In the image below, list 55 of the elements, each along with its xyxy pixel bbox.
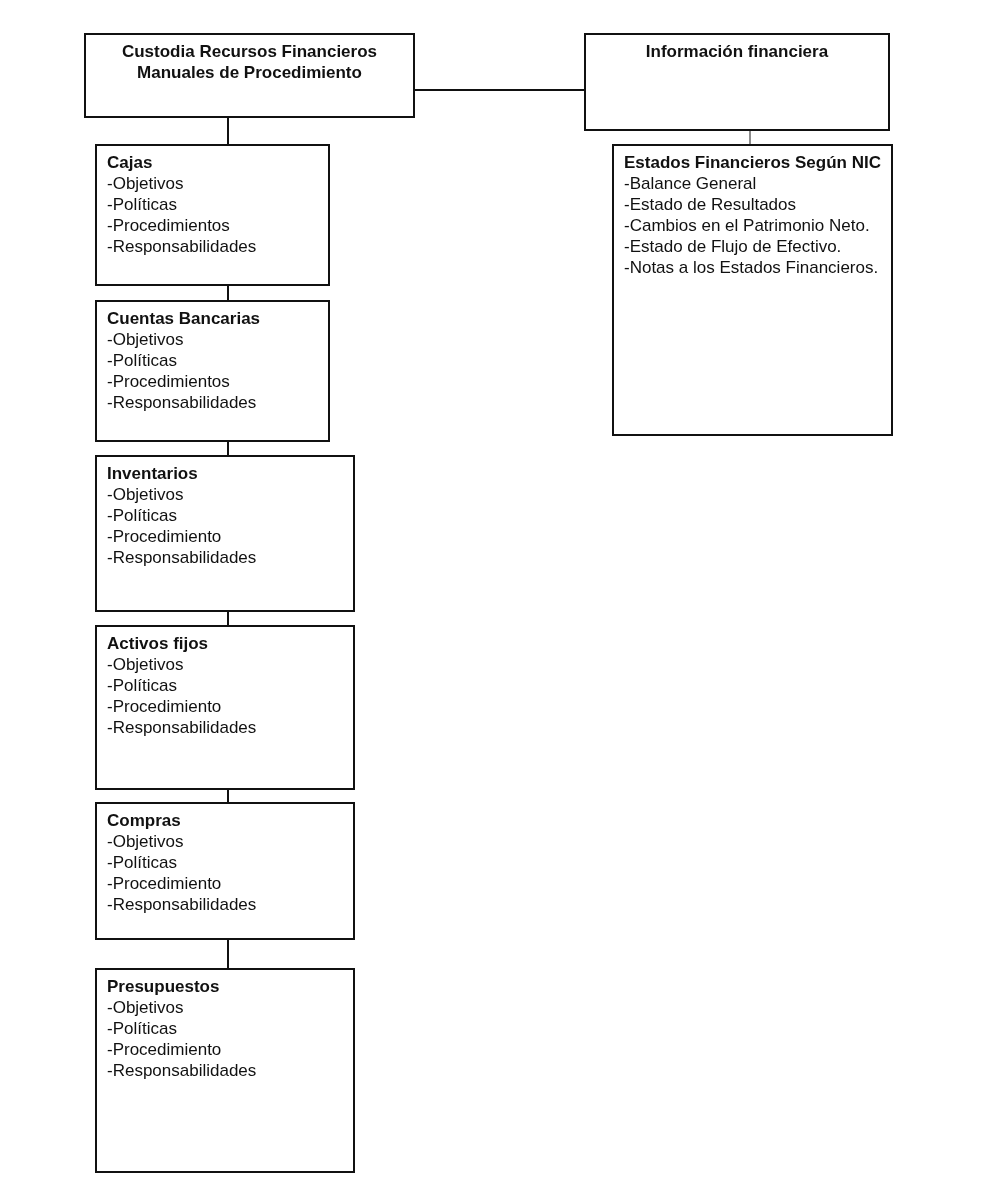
box-heading: Estados Financieros Según NIC xyxy=(624,152,881,173)
list-item: -Responsabilidades xyxy=(107,236,258,257)
box-heading: Presupuestos xyxy=(107,976,221,997)
text-box xyxy=(95,300,330,442)
list-item: -Responsabilidades xyxy=(107,392,258,413)
text-box xyxy=(95,144,330,286)
connector-line xyxy=(227,939,229,969)
list-item: -Políticas xyxy=(107,1018,178,1039)
list-item: -Políticas xyxy=(107,675,178,696)
list-item: -Notas a los Estados Financieros. xyxy=(624,257,880,278)
box-heading: Custodia Recursos Financieros Manuales de Procedimiento xyxy=(120,41,379,83)
text-box xyxy=(95,968,355,1173)
list-item: -Procedimientos xyxy=(107,215,231,236)
list-item: -Responsabilidades xyxy=(107,1060,258,1081)
list-item: -Procedimiento xyxy=(107,696,223,717)
box-heading: Inventarios xyxy=(107,463,199,484)
connector-line xyxy=(414,89,585,91)
list-item: -Estado de Resultados xyxy=(624,194,797,215)
list-item: -Objetivos xyxy=(107,484,185,505)
list-item: -Políticas xyxy=(107,852,178,873)
connector-line xyxy=(227,285,229,301)
list-item: -Políticas xyxy=(107,505,178,526)
list-item: -Procedimiento xyxy=(107,1039,223,1060)
list-item: -Políticas xyxy=(107,350,178,371)
box-heading: Información financiera xyxy=(644,41,830,62)
connector-line xyxy=(227,611,229,626)
connector-line xyxy=(749,130,751,145)
box-heading: Compras xyxy=(107,810,182,831)
connector-line xyxy=(227,117,229,145)
list-item: -Objetivos xyxy=(107,329,185,350)
list-item: -Responsabilidades xyxy=(107,894,258,915)
text-box xyxy=(95,802,355,940)
text-box xyxy=(95,455,355,612)
list-item: -Procedimiento xyxy=(107,526,223,547)
list-item: -Objetivos xyxy=(107,654,185,675)
list-item: -Políticas xyxy=(107,194,178,215)
text-box xyxy=(584,33,890,131)
list-item: -Objetivos xyxy=(107,173,185,194)
text-box xyxy=(95,625,355,790)
connector-line xyxy=(227,789,229,803)
list-item: -Cambios en el Patrimonio Neto. xyxy=(624,215,871,236)
list-item: -Procedimiento xyxy=(107,873,223,894)
list-item: -Estado de Flujo de Efectivo. xyxy=(624,236,843,257)
list-item: -Objetivos xyxy=(107,997,185,1018)
box-heading: Cuentas Bancarias xyxy=(107,308,262,329)
box-heading: Activos fijos xyxy=(107,633,210,654)
list-item: -Responsabilidades xyxy=(107,717,258,738)
list-item: -Balance General xyxy=(624,173,758,194)
text-box xyxy=(612,144,893,436)
list-item: -Objetivos xyxy=(107,831,185,852)
connector-line xyxy=(227,441,229,456)
text-box xyxy=(84,33,415,118)
box-heading: Cajas xyxy=(107,152,154,173)
list-item: -Procedimientos xyxy=(107,371,231,392)
list-item: -Responsabilidades xyxy=(107,547,258,568)
